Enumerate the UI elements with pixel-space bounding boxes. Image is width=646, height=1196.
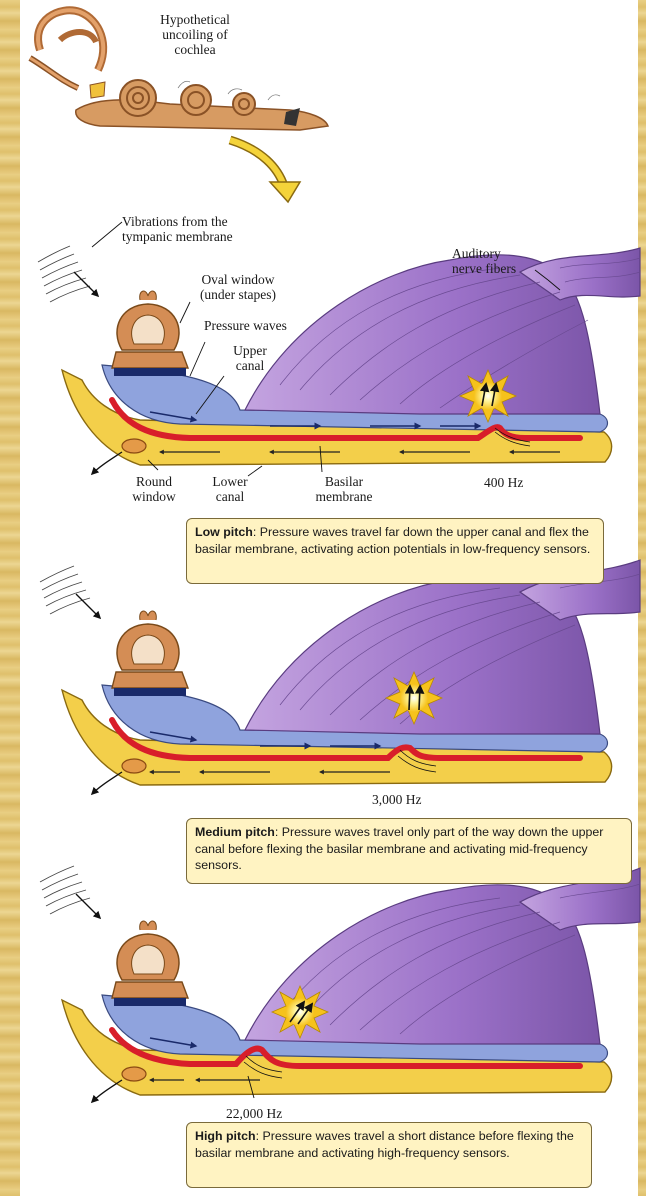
frequency-label-low: 400 Hz (484, 475, 523, 490)
frequency-label-medium: 3,000 Hz (372, 792, 422, 807)
sensor-burst-icon (460, 370, 516, 422)
vibration-waves-icon (40, 566, 100, 618)
curved-arrow-icon (230, 140, 300, 202)
cochlea-diagram-medium (40, 560, 640, 794)
caption-title: High pitch (195, 1129, 256, 1143)
caption-text: : Pressure waves travel far down the upp… (195, 525, 590, 556)
vibration-waves-icon (40, 866, 100, 918)
stapes-icon (112, 921, 188, 1006)
stapes-icon (112, 611, 188, 696)
pressure-waves-label: Pressure waves (204, 318, 287, 333)
frequency-label-high: 22,000 Hz (226, 1106, 282, 1121)
sensor-burst-icon (272, 986, 328, 1038)
oval-window-label: Oval window(under stapes) (178, 272, 298, 302)
cochlea-diagram-low (38, 222, 640, 476)
caption-medium-pitch: Medium pitch: Pressure waves travel only… (186, 818, 632, 884)
stapes-icon (112, 291, 188, 376)
caption-low-pitch: Low pitch: Pressure waves travel far dow… (186, 518, 604, 584)
sensor-burst-icon (386, 672, 442, 724)
cochlea-diagram-high (40, 866, 640, 1102)
caption-title: Low pitch (195, 525, 253, 539)
vibration-waves-icon (38, 246, 98, 302)
caption-high-pitch: High pitch: Pressure waves travel a shor… (186, 1122, 592, 1188)
caption-title: Medium pitch (195, 825, 275, 839)
